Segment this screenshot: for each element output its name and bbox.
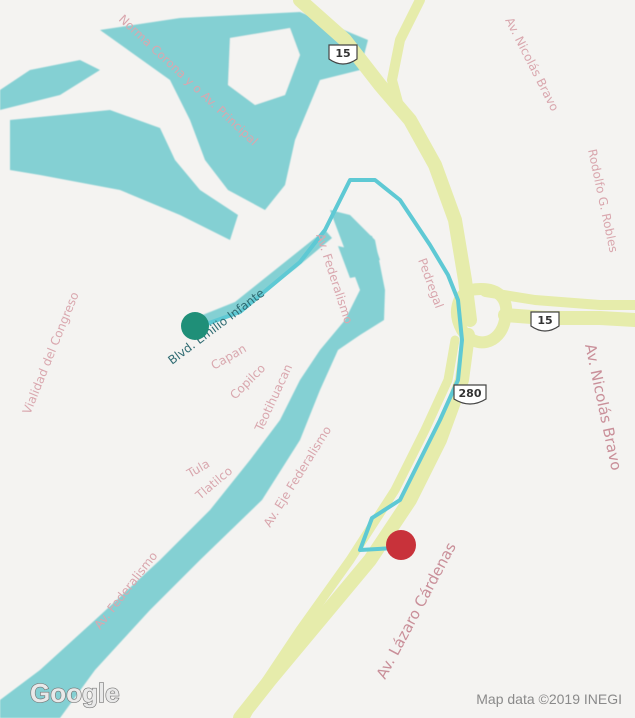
water-islet [228,28,300,105]
highway-shield-15-north: 15 [328,44,358,65]
shield-icon [453,384,487,405]
water-lagoon-west [10,110,238,240]
highway-15-branch [387,0,425,115]
shield-number: 15 [335,47,350,60]
shield-icon [328,44,358,65]
shield-number: 15 [537,314,552,327]
shield-icon [530,311,560,332]
highway-shield-15-east: 15 [530,311,560,332]
highway-15-east-b [480,287,635,310]
shield-number: 280 [459,387,482,400]
google-logo: Google [30,678,120,708]
highway-shield-280: 280 [453,384,487,405]
water-canal-strip-2 [338,246,365,278]
map-attribution: Map data ©2019 INEGI [476,691,622,707]
water-boulevard-canal [195,230,332,330]
water-canal-strip-1 [355,232,380,262]
highway-280-south-b [240,335,460,718]
water-lagoon-north [100,12,368,210]
route-line [193,178,464,552]
water-channel-left [0,60,100,110]
end-marker[interactable] [386,530,416,560]
highway-15-east [498,308,635,327]
water-layer [0,12,385,718]
start-marker[interactable] [181,312,209,340]
